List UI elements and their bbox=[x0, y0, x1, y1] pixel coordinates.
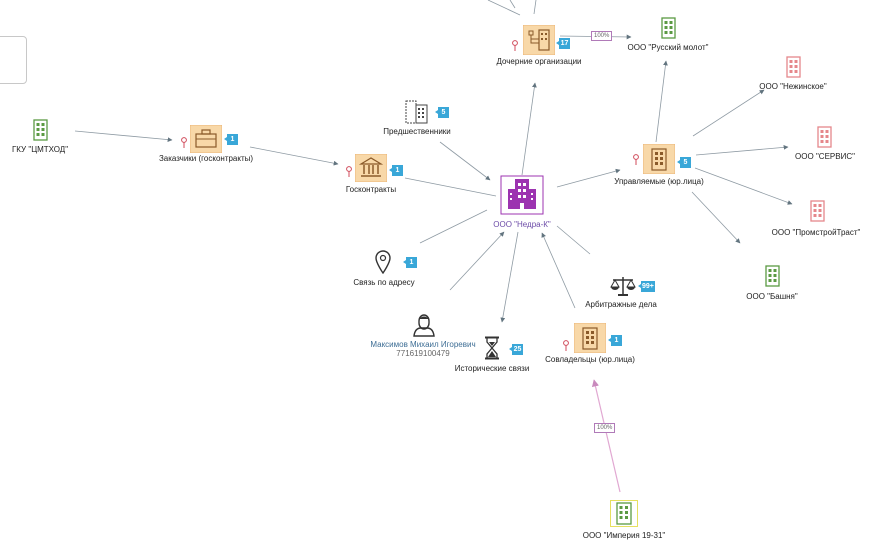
edge-gku-customers bbox=[74, 130, 173, 142]
edge-managed-servis bbox=[695, 144, 789, 156]
count-badge: 1 bbox=[224, 134, 238, 145]
center-node-label: ООО "Недра-К" bbox=[493, 220, 551, 229]
company-building-icon bbox=[765, 265, 780, 287]
edge-managed-bashnya bbox=[691, 191, 741, 244]
edge-arbitration-center bbox=[556, 225, 591, 255]
edge-predecessors-center bbox=[439, 141, 491, 181]
count-badge: 1 bbox=[608, 335, 622, 346]
building-outline-icon bbox=[405, 100, 428, 124]
edge-goscontracts-center bbox=[404, 177, 497, 197]
office-building-icon bbox=[643, 144, 675, 174]
pin-icon bbox=[633, 154, 639, 165]
count-badge: 1 bbox=[389, 165, 403, 176]
company-label: ООО "СЕРВИС" bbox=[795, 152, 855, 161]
edge-cofounders-center bbox=[541, 232, 576, 309]
company-label: ООО "Башня" bbox=[746, 292, 798, 301]
group-label: Исторические связи bbox=[454, 364, 530, 373]
company-building-icon bbox=[33, 119, 48, 141]
edge-managed-molot bbox=[655, 60, 668, 143]
hourglass-icon bbox=[485, 336, 499, 360]
edge-customers-goscontracts bbox=[249, 146, 339, 166]
edge-center-managed bbox=[556, 168, 621, 188]
edge-person-center bbox=[449, 231, 505, 291]
company-building-icon bbox=[810, 200, 825, 222]
count-badge: 25 bbox=[509, 344, 523, 355]
edge-managed-nezhinskoe bbox=[692, 89, 765, 137]
count-badge: 5 bbox=[435, 107, 449, 118]
company-building-icon bbox=[661, 17, 676, 39]
edge-center-subsidiaries bbox=[521, 82, 537, 176]
map-pin-icon bbox=[375, 250, 391, 274]
scales-icon bbox=[610, 277, 636, 296]
person-inn: 771619100479 bbox=[396, 349, 450, 358]
count-badge: 1 bbox=[403, 257, 417, 268]
company-label: ООО "Нежинское" bbox=[759, 82, 827, 91]
pin-icon bbox=[512, 40, 518, 51]
company-building-icon bbox=[786, 56, 801, 78]
org-structure-icon bbox=[523, 25, 555, 55]
building-icon bbox=[500, 175, 544, 215]
company-label: ООО "Империя 19-31" bbox=[582, 531, 666, 540]
company-label: ГКУ "ЦМТХОД" bbox=[11, 145, 69, 154]
edge-imperia-cofounders bbox=[591, 379, 621, 493]
count-badge: 5 bbox=[677, 157, 691, 168]
group-label: Госконтракты bbox=[345, 185, 397, 194]
count-badge: 17 bbox=[556, 38, 570, 49]
company-label: ООО "ПромстройТраст" bbox=[771, 228, 861, 237]
group-label: Арбитражные дела bbox=[585, 300, 657, 309]
edge-managed-promstroy bbox=[694, 167, 793, 205]
pin-icon bbox=[181, 137, 187, 148]
group-label: Заказчики (госконтракты) bbox=[158, 154, 254, 163]
group-label: Управляемые (юр.лица) bbox=[614, 177, 704, 186]
briefcase-icon bbox=[190, 125, 222, 153]
edge-subsidiaries-top3 bbox=[533, 0, 537, 15]
group-label: Предшественники bbox=[383, 127, 451, 136]
count-badge: 99+ bbox=[638, 281, 655, 292]
side-panel-toggle[interactable] bbox=[0, 36, 27, 84]
company-building-icon bbox=[610, 500, 638, 527]
company-label: ООО "Русский молот" bbox=[627, 43, 709, 52]
share-percent-molot: 100% bbox=[591, 31, 613, 41]
edge-subsidiaries-top2 bbox=[509, 0, 516, 9]
pin-icon bbox=[563, 340, 569, 351]
company-building-icon bbox=[817, 126, 832, 148]
group-label: Дочерние организации bbox=[496, 57, 582, 66]
office-building-icon bbox=[574, 323, 606, 353]
edge-address-center bbox=[419, 209, 488, 244]
edge-center-historical bbox=[500, 231, 519, 323]
edge-subsidiaries-top bbox=[487, 0, 521, 16]
government-building-icon bbox=[355, 154, 387, 182]
share-percent-imperia: 100% bbox=[594, 423, 616, 433]
group-label: Связь по адресу bbox=[353, 278, 415, 287]
pin-icon bbox=[346, 166, 352, 177]
person-name[interactable]: Максимов Михаил Игоревич bbox=[370, 340, 476, 349]
group-label: Совладельцы (юр.лица) bbox=[545, 355, 635, 364]
person-icon bbox=[413, 314, 435, 337]
